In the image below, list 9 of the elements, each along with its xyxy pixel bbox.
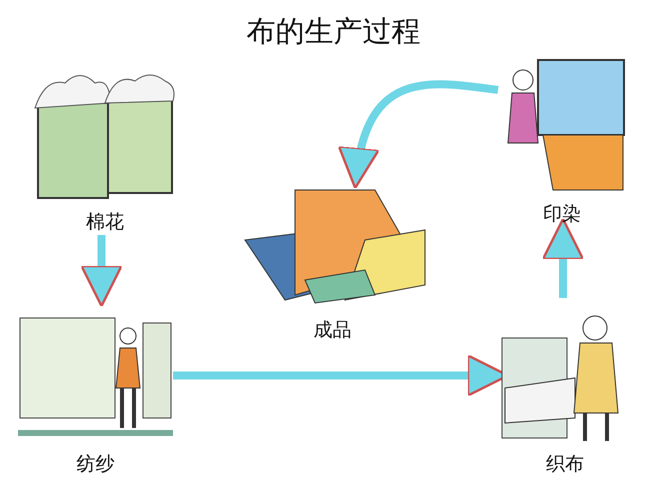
step-label: 棉花: [86, 211, 124, 234]
arrow: [80, 235, 123, 308]
title: 布的生产过程: [246, 13, 422, 50]
arrow: [542, 218, 584, 298]
step-label: 纺纱: [76, 453, 114, 476]
arrow: [339, 80, 499, 190]
step-label: 织布: [546, 453, 584, 476]
step-label: 成品: [314, 319, 352, 342]
step-label: 印染: [543, 203, 581, 226]
